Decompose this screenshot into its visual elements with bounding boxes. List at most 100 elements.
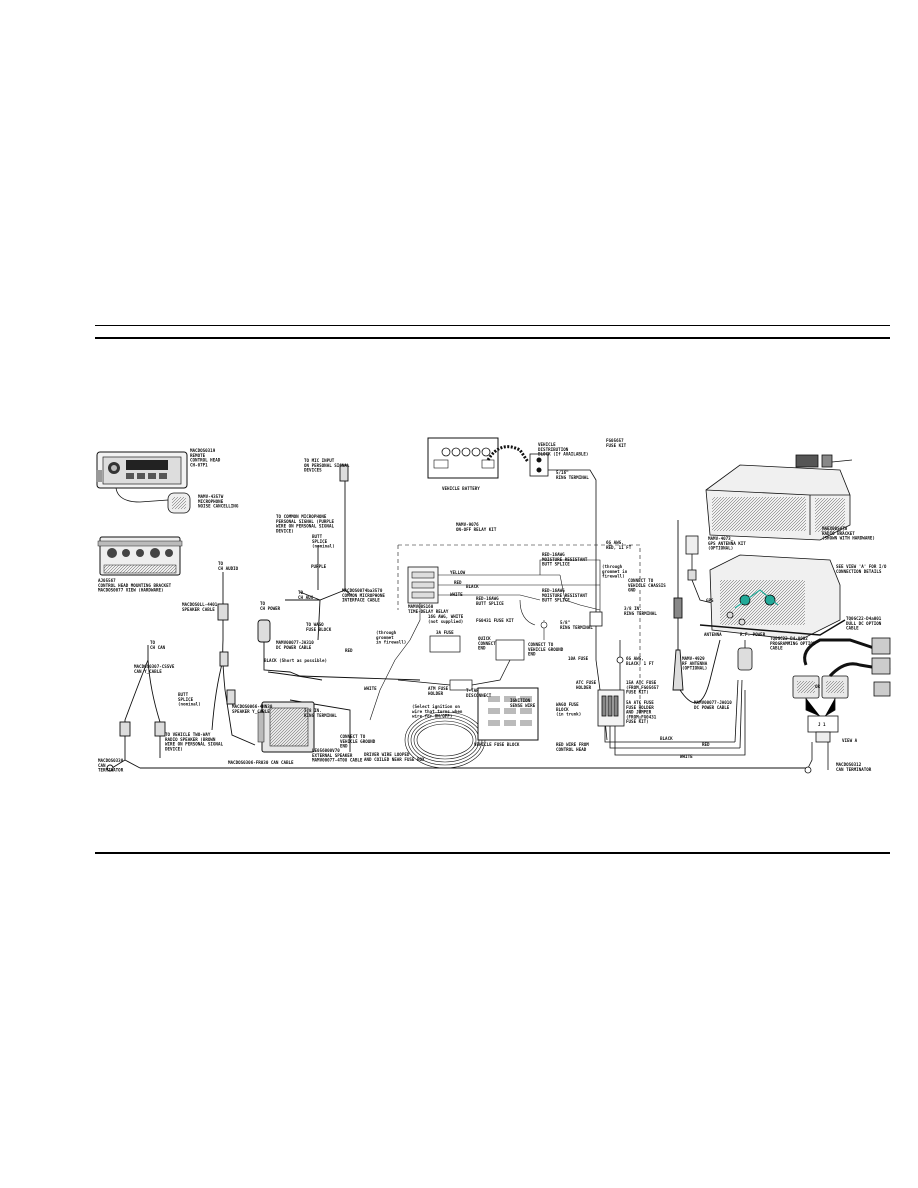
label-can-cable: MACDOS0306-FR030 CAN CABLE [228, 760, 294, 765]
label-fuse-block: VEHICLE FUSE BLOCK [474, 742, 520, 747]
top-rule-thick [95, 337, 890, 339]
label-antenna: ANTENNA [704, 632, 722, 637]
control-head [96, 451, 188, 489]
battery-cable [486, 445, 549, 477]
relay-kit [369, 544, 641, 721]
label-ring-terminal-mid: 5/8"RING TERMINAL [560, 620, 593, 630]
label-awg-black: 6G AWG,BLACK, 1 FT [626, 656, 654, 666]
mounting-bracket [97, 536, 183, 576]
label-black-main: BLACK [660, 736, 673, 741]
label-awg-1: 6G AWG,RED, 11 FT [606, 540, 632, 550]
label-black-relay: BLACK [466, 584, 479, 589]
top-rule [95, 325, 890, 326]
option-cables [792, 637, 891, 774]
label-purple: PURPLE [311, 564, 327, 569]
label-fuse-3a: 3A FUSE [436, 630, 454, 635]
label-view-a: VIEW A [842, 738, 858, 743]
label-red: RED [345, 648, 353, 653]
label-fuse-kit: FG0431 FUSE KIT [476, 618, 514, 623]
label-black-short: BLACK (Short as possible) [264, 658, 327, 663]
label-wire-16awg: 16G AWG, WHITE(not supplied) [428, 614, 464, 624]
label-ring-terminal-top: 5/16"RING TERMINAL [556, 470, 589, 480]
label-red-main: RED [702, 742, 710, 747]
microphone [115, 487, 191, 514]
label-ring-terminal-3: 3/8 IN.RING TERMINAL [624, 606, 657, 616]
external-speaker [257, 701, 315, 753]
radio-unit-top [705, 454, 853, 541]
label-red-relay: RED [454, 580, 462, 585]
label-vehicle-battery: VEHICLE BATTERY [442, 486, 480, 491]
vehicle-battery [427, 437, 499, 479]
label-fuse-10a: 10A FUSE [568, 656, 589, 661]
vehicle-fuse-block [477, 687, 539, 741]
label-gps-antenna: MAMV-4073_GPS ANTENNA KIT(OPTIONAL) [708, 536, 746, 551]
label-white: WHITE [450, 592, 463, 597]
label-jp: J 1 [818, 722, 826, 727]
label-white-center: WHITE [364, 686, 377, 691]
label-white-main: WHITE [680, 754, 693, 759]
label-yellow: YELLOW [450, 570, 466, 575]
radio-unit-bracket [699, 554, 846, 641]
label-gps: GPS [706, 598, 714, 603]
rf-antenna [672, 520, 721, 704]
power-wiring [548, 469, 753, 756]
label-ring-terminal: 3/8 IN.RING TERMINAL [304, 708, 337, 718]
label-rf-power: R.F. POWER [740, 632, 766, 637]
bottom-rule [95, 852, 890, 854]
label-or: OR [815, 684, 821, 689]
fuse-kit [397, 635, 525, 709]
gps-antenna [685, 535, 721, 606]
left-cabling [106, 464, 808, 772]
